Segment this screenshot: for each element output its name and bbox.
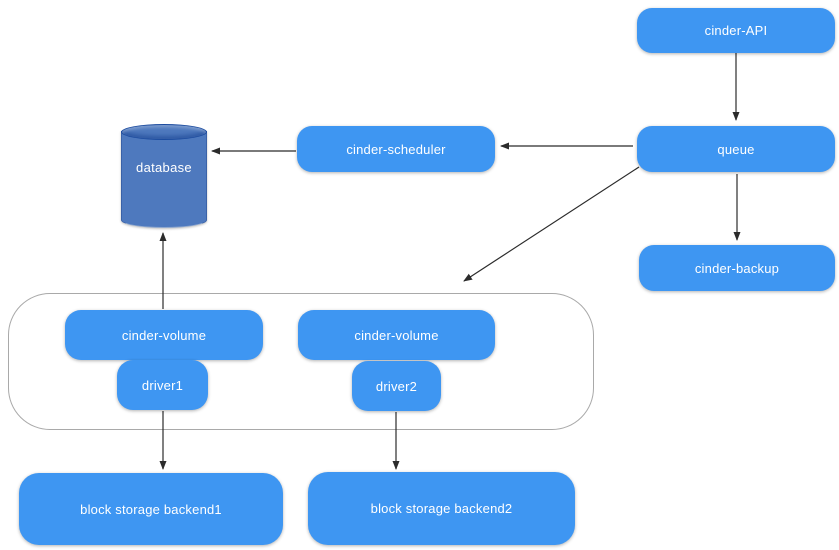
- database-label: database: [136, 160, 192, 175]
- node-cinder-scheduler: cinder-scheduler: [297, 126, 495, 172]
- cinder-volume-2-label: cinder-volume: [354, 327, 439, 343]
- node-cinder-volume-2: cinder-volume: [298, 310, 495, 360]
- database-cylinder-body: [121, 131, 207, 228]
- database-cylinder-top: [121, 124, 207, 140]
- node-cinder-api: cinder-API: [637, 8, 835, 53]
- node-block-storage-backend2: block storage backend2: [308, 472, 575, 545]
- arrow-queue-to-volume-group: [463, 166, 640, 282]
- cinder-scheduler-label: cinder-scheduler: [346, 141, 446, 157]
- node-driver1: driver1: [117, 360, 208, 410]
- node-cinder-volume-1: cinder-volume: [65, 310, 263, 360]
- node-block-storage-backend1: block storage backend1: [19, 473, 283, 545]
- node-queue: queue: [637, 126, 835, 172]
- node-cinder-backup: cinder-backup: [639, 245, 835, 291]
- backend2-label: block storage backend2: [370, 501, 513, 516]
- cinder-backup-label: cinder-backup: [694, 260, 780, 276]
- node-database: database: [121, 124, 207, 228]
- backend1-label: block storage backend1: [80, 501, 222, 517]
- cinder-api-label: cinder-API: [704, 23, 768, 38]
- driver2-label: driver2: [375, 378, 418, 394]
- cinder-volume-1-label: cinder-volume: [121, 327, 207, 343]
- driver1-label: driver1: [141, 377, 184, 393]
- queue-label: queue: [717, 141, 755, 157]
- node-driver2: driver2: [352, 361, 441, 411]
